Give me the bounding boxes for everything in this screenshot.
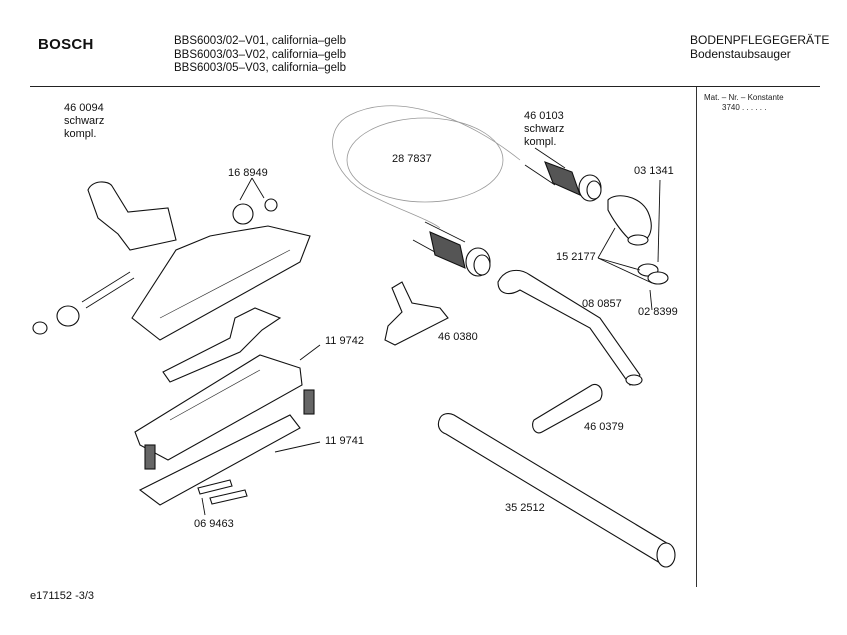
part-label-168949: 16 8949 <box>228 167 268 179</box>
category-block: BODENPFLEGEGERÄTE Bodenstaubsauger <box>690 33 830 61</box>
upholstery-nozzle-drawing <box>384 281 449 346</box>
brand-logo: BOSCH <box>38 36 94 53</box>
part-label-028399: 02 8399 <box>638 306 678 318</box>
part-label-460103: 46 0103 schwarz kompl. <box>524 110 564 149</box>
part-label-069463: 06 9463 <box>194 518 234 530</box>
part-label-287837: 28 7837 <box>392 153 432 165</box>
part-color: schwarz <box>64 115 105 127</box>
part-label-080857: 08 0857 <box>582 298 622 310</box>
part-label-119742: 11 9742 <box>325 335 364 347</box>
hose-drawing <box>332 105 521 277</box>
category-subtitle: Bodenstaubsauger <box>690 46 791 61</box>
part-label-119741: 11 9741 <box>325 435 364 447</box>
part-number: 46 0094 <box>64 102 104 114</box>
part-label-460380: 46 0380 <box>438 331 478 343</box>
material-value: 3740 . . . . . . <box>722 102 767 112</box>
part-label-031341: 03 1341 <box>634 165 674 177</box>
document-id: e171152 -3/3 <box>30 590 95 602</box>
model-line: BBS6003/03–V02, california–gelb <box>174 48 346 61</box>
part-label-460379: 46 0379 <box>584 421 624 433</box>
part-number: 46 0103 <box>524 110 564 122</box>
material-info: Mat. – Nr. – Konstante 3740 . . . . . . <box>704 93 784 112</box>
elbow-drawing <box>597 179 669 311</box>
part-label-460094: 46 0094 schwarz kompl. <box>64 102 104 141</box>
header-divider <box>30 86 820 87</box>
straight-tube-drawing <box>437 413 676 568</box>
category-title: BODENPFLEGEGERÄTE <box>690 33 830 47</box>
bent-tube-drawing <box>497 269 643 386</box>
part-color: schwarz <box>524 123 565 135</box>
floor-nozzle-drawing <box>32 177 321 516</box>
model-list: BBS6003/02–V01, california–gelb BBS6003/… <box>174 35 346 76</box>
hose-connector-drawing <box>524 147 602 202</box>
crevice-tool-drawing <box>532 383 603 434</box>
material-label: Mat. – Nr. – Konstante <box>704 93 784 102</box>
part-note: kompl. <box>524 136 557 148</box>
model-line: BBS6003/02–V01, california–gelb <box>174 35 346 47</box>
part-label-352512: 35 2512 <box>505 502 545 514</box>
model-line: BBS6003/05–V03, california–gelb <box>174 62 346 74</box>
part-note: kompl. <box>64 128 97 140</box>
sidebar-divider <box>696 87 697 587</box>
part-label-152177: 15 2177 <box>556 251 596 263</box>
